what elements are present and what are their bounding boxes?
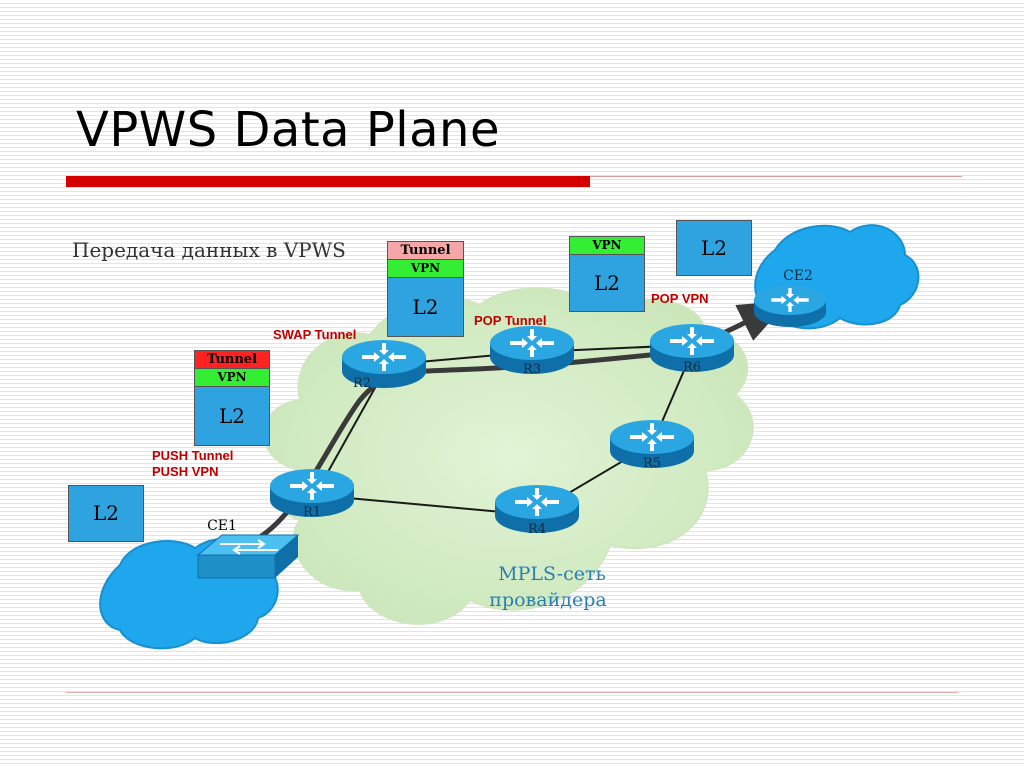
mpls-cloud-label-line2: провайдера <box>489 589 606 611</box>
op-swap-tunnel: SWAP Tunnel <box>273 327 357 342</box>
stack-r2-l2: L2 <box>388 278 463 336</box>
title-underline-thin <box>590 176 962 177</box>
diagram-subtitle: Передача данных в VPWS <box>72 238 346 262</box>
router-r2: R2 <box>342 340 426 391</box>
router-ce2-label: CE2 <box>783 268 813 284</box>
footer-rule <box>66 692 958 693</box>
frame-ce2-l2: L2 <box>677 221 751 275</box>
router-r1: R1 <box>270 469 354 520</box>
switch-ce1-label: CE1 <box>207 518 237 534</box>
op-pop-tunnel: POP Tunnel <box>474 313 547 328</box>
stack-r1-l2: L2 <box>195 387 269 445</box>
op-pop-vpn: POP VPN <box>651 291 709 306</box>
stack-r1-tunnel: Tunnel <box>195 351 269 369</box>
router-r6-label: R6 <box>683 360 701 375</box>
stack-r2-tunnel: Tunnel <box>388 242 463 260</box>
router-ce2: CE2 <box>754 268 826 327</box>
l2-frame-ce2: L2 <box>676 220 752 276</box>
router-r2-label: R2 <box>353 376 371 391</box>
slide-title: VPWS Data Plane <box>76 102 500 158</box>
router-r5: R5 <box>610 420 694 471</box>
op-push-tunnel: PUSH Tunnel <box>152 448 234 463</box>
label-stack-r3: VPN L2 <box>569 236 645 312</box>
mpls-cloud-label-line1: MPLS-сеть <box>498 563 606 585</box>
router-r3-label: R3 <box>523 362 541 377</box>
stack-r3-vpn: VPN <box>570 237 644 255</box>
router-r6: R6 <box>650 324 734 375</box>
title-underline-red <box>66 176 590 187</box>
label-stack-r2: Tunnel VPN L2 <box>387 241 464 337</box>
stack-r2-vpn: VPN <box>388 260 463 278</box>
stack-r3-l2: L2 <box>570 255 644 311</box>
l2-frame-ce1: L2 <box>68 485 144 542</box>
frame-ce1-l2: L2 <box>69 486 143 541</box>
router-r5-label: R5 <box>643 456 661 471</box>
op-push-vpn: PUSH VPN <box>152 464 219 479</box>
switch-ce1: CE1 <box>196 518 300 579</box>
router-r4-label: R4 <box>528 522 546 537</box>
router-r3: R3 <box>490 326 574 377</box>
label-stack-r1: Tunnel VPN L2 <box>194 350 270 446</box>
stack-r1-vpn: VPN <box>195 369 269 387</box>
router-r1-label: R1 <box>303 505 321 520</box>
router-r4: R4 <box>495 485 579 537</box>
